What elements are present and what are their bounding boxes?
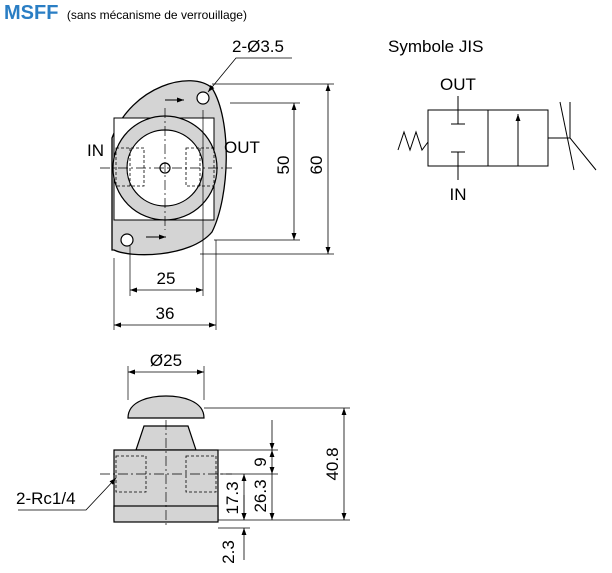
knob-diameter: Ø25 xyxy=(150,351,182,370)
dim-width-outer: 36 xyxy=(156,304,175,323)
mounting-hole-top xyxy=(196,91,210,105)
dim-9: 9 xyxy=(251,457,270,466)
jis-out-label: OUT xyxy=(440,75,476,94)
dim-height-outer: 60 xyxy=(307,156,326,175)
jis-symbol-title: Symbole JIS xyxy=(388,37,483,56)
out-port-label: OUT xyxy=(224,138,260,157)
mounting-hole-bottom xyxy=(120,233,134,247)
drawing-title: MSFF (sans mécanisme de verrouillage) xyxy=(4,2,247,24)
knob xyxy=(127,395,205,419)
dim-height-inner: 50 xyxy=(274,156,293,175)
dim-17-3: 17.3 xyxy=(223,481,242,514)
top-view: 2-Ø3.5 IN OUT 50 60 25 36 xyxy=(87,37,334,330)
dim-2-3: 2.3 xyxy=(219,540,238,564)
dim-width-inner: 25 xyxy=(157,269,176,288)
hole-callout: 2-Ø3.5 xyxy=(232,37,284,56)
dim-40-8: 40.8 xyxy=(323,447,342,480)
port-callout: 2-Rc1/4 xyxy=(16,489,76,508)
product-subtitle: (sans mécanisme de verrouillage) xyxy=(66,8,247,22)
in-port-label: IN xyxy=(87,141,104,160)
jis-in-label: IN xyxy=(450,185,467,204)
jis-spring xyxy=(397,130,429,152)
side-view: Ø25 2-Rc1/4 9 26.3 17.3 40.8 2.3 xyxy=(16,351,350,564)
product-code: MSFF xyxy=(4,2,59,24)
dim-26-3: 26.3 xyxy=(251,479,270,512)
jis-symbol: Symbole JIS OUT IN xyxy=(388,37,597,204)
